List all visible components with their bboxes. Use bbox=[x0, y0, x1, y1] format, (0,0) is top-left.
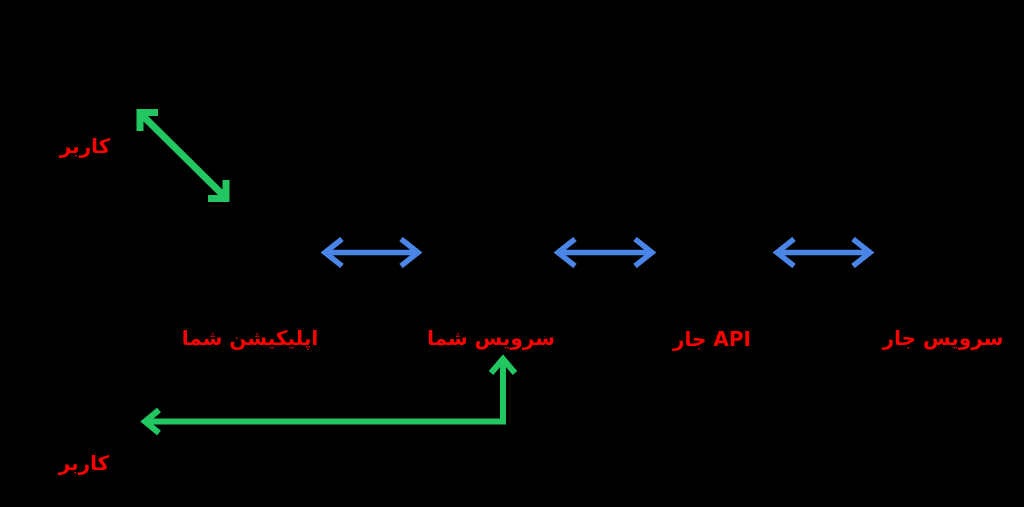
service-user-arrowhead-up bbox=[488, 354, 518, 375]
label-user-bottom: کاربر bbox=[58, 451, 110, 475]
service-user-return-arrow-icon bbox=[140, 354, 518, 436]
api-jarservice-arrowhead-right bbox=[851, 236, 875, 269]
service-api-arrowhead-left bbox=[553, 236, 577, 269]
label-your-application: اپلیکیشن شما bbox=[181, 326, 319, 350]
app-service-double-arrow-icon bbox=[320, 236, 423, 269]
app-service-arrowhead-right bbox=[399, 236, 423, 269]
label-user-top: کاربر bbox=[59, 134, 111, 158]
label-jar-service: سرویس جار bbox=[882, 326, 1004, 350]
user-app-arrowhead-bottom bbox=[208, 180, 230, 202]
user-app-arrowhead-top bbox=[136, 109, 158, 131]
app-service-arrowhead-left bbox=[320, 236, 344, 269]
service-user-arrow-shaft bbox=[148, 361, 506, 425]
user-app-arrow-shaft bbox=[140, 113, 226, 198]
user-app-double-arrow-icon bbox=[136, 109, 230, 202]
service-api-arrowhead-right bbox=[633, 236, 657, 269]
api-jarservice-double-arrow-icon bbox=[772, 236, 875, 269]
service-user-arrowhead-left bbox=[140, 407, 161, 436]
api-jarservice-arrowhead-left bbox=[772, 236, 796, 269]
label-jar-api: API جار bbox=[673, 327, 751, 351]
service-api-double-arrow-icon bbox=[553, 236, 657, 269]
label-your-service: سرویس شما bbox=[427, 326, 555, 350]
